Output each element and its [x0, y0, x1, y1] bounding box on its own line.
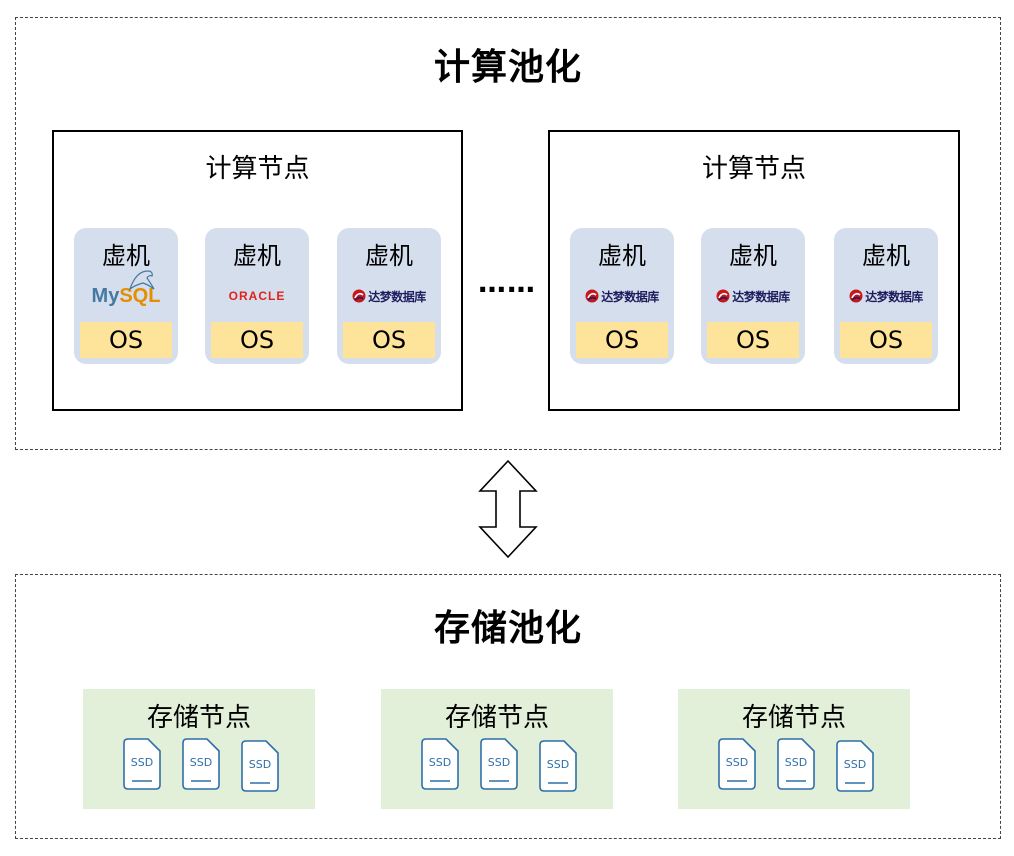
storage-node-title: 存储节点	[741, 703, 846, 733]
compute-node: 计算节点 虚机 达梦数据库 OS 虚机 达梦数	[548, 130, 960, 411]
compute-node-title: 计算节点	[701, 154, 806, 184]
dameng-emblem-icon	[352, 289, 366, 303]
mysql-logo: MySQL	[80, 269, 172, 318]
oracle-logo: ORACLE	[211, 274, 303, 318]
ssd-icon: SSD	[775, 737, 817, 791]
vm-box: 虚机 达梦数据库 OS	[337, 228, 441, 364]
storage-node-title: 存储节点	[146, 703, 251, 733]
ssd-icon: SSD	[716, 737, 758, 791]
ssd-icon: SSD	[834, 739, 876, 793]
dameng-emblem-icon	[849, 289, 863, 303]
ssd-label: SSD	[546, 758, 570, 771]
compute-pool-title: 计算池化	[433, 47, 582, 88]
dameng-emblem-icon	[716, 289, 730, 303]
vm-box: 虚机 达梦数据库 OS	[834, 228, 938, 364]
vm-label: 虚机	[102, 242, 150, 270]
compute-pool: 计算池化	[15, 17, 1001, 450]
vm-box: 虚机 达梦数据库 OS	[701, 228, 805, 364]
os-label: OS	[576, 322, 668, 358]
more-nodes-ellipsis: ……	[478, 266, 536, 299]
dameng-text: 达梦数据库	[601, 289, 659, 304]
ssd-icon: SSD	[239, 739, 281, 793]
vm-label: 虚机	[598, 242, 646, 270]
storage-pool-title: 存储池化	[433, 608, 582, 649]
dolphin-icon	[128, 269, 155, 291]
ssd-icon: SSD	[419, 737, 461, 791]
dameng-logo: 达梦数据库	[576, 274, 668, 318]
vm-label: 虚机	[365, 242, 413, 270]
storage-node: 存储节点 SSD SSD SSD	[381, 689, 613, 809]
dameng-emblem-icon	[585, 289, 599, 303]
vm-label: 虚机	[862, 242, 910, 270]
mysql-my-text: My	[91, 284, 120, 307]
storage-node: 存储节点 SSD SSD SSD	[83, 689, 315, 809]
ssd-label: SSD	[487, 756, 511, 769]
dameng-text: 达梦数据库	[732, 289, 790, 304]
os-label: OS	[343, 322, 435, 358]
ssd-label: SSD	[784, 756, 808, 769]
compute-node-title: 计算节点	[205, 154, 310, 184]
dameng-text: 达梦数据库	[865, 289, 923, 304]
vm-box: 虚机 达梦数据库 OS	[570, 228, 674, 364]
os-label: OS	[80, 322, 172, 358]
ssd-group: SSD SSD SSD	[121, 737, 281, 793]
dameng-logo: 达梦数据库	[343, 274, 435, 318]
vm-box: 虚机 ORACLE OS	[205, 228, 309, 364]
ssd-icon: SSD	[537, 739, 579, 793]
ssd-group: SSD SSD SSD	[716, 737, 876, 793]
ssd-group: SSD SSD SSD	[419, 737, 579, 793]
dameng-logo: 达梦数据库	[707, 274, 799, 318]
os-label: OS	[707, 322, 799, 358]
vm-box: 虚机 MySQL OS	[74, 228, 178, 364]
ssd-label: SSD	[248, 758, 272, 771]
storage-node: 存储节点 SSD SSD SSD	[678, 689, 910, 809]
double-arrow-icon	[476, 459, 540, 559]
ssd-label: SSD	[130, 756, 154, 769]
ssd-label: SSD	[428, 756, 452, 769]
vm-label: 虚机	[729, 242, 777, 270]
ssd-icon: SSD	[121, 737, 163, 791]
ssd-label: SSD	[725, 756, 749, 769]
ssd-label: SSD	[843, 758, 867, 771]
ssd-label: SSD	[189, 756, 213, 769]
mysql-sql-text: SQL	[119, 284, 161, 307]
dameng-logo: 达梦数据库	[840, 274, 932, 318]
ssd-icon: SSD	[478, 737, 520, 791]
dameng-text: 达梦数据库	[368, 289, 426, 304]
vm-label: 虚机	[233, 242, 281, 270]
oracle-text: ORACLE	[228, 289, 286, 303]
storage-pool: 存储池化	[15, 574, 1001, 839]
ssd-icon: SSD	[180, 737, 222, 791]
storage-node-title: 存储节点	[444, 703, 549, 733]
os-label: OS	[840, 322, 932, 358]
os-label: OS	[211, 322, 303, 358]
compute-node: 计算节点 虚机 MySQL OS 虚机 ORACLE OS 虚机	[52, 130, 463, 411]
